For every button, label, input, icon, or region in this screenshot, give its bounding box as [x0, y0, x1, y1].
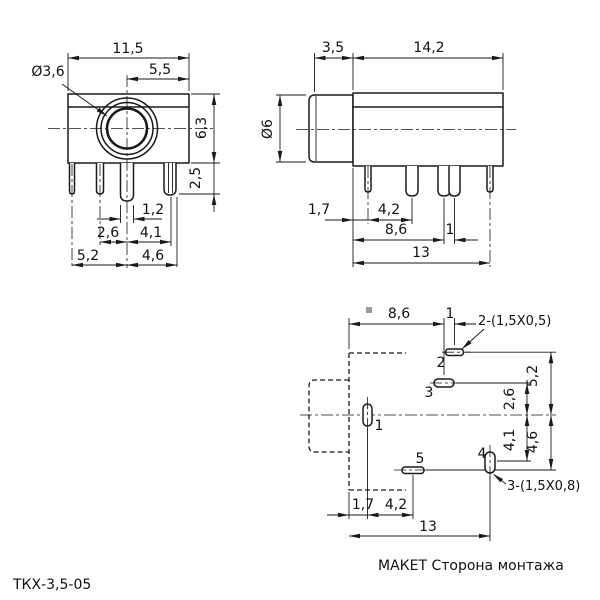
side-dim-body: 14,2 — [413, 40, 444, 56]
side-view-pins — [364, 166, 494, 197]
layout-dim-13: 13 — [419, 519, 437, 535]
layout-dim-26: 2,6 — [502, 388, 518, 410]
layout-dim-46: 4,6 — [525, 431, 541, 453]
side-dim-1: 1 — [446, 222, 455, 238]
pad-5-label: 5 — [416, 451, 425, 467]
pad-2-label: 2 — [437, 355, 446, 371]
front-view-centerlines — [48, 75, 214, 268]
layout-dim-52: 5,2 — [525, 365, 541, 387]
front-dim-41: 4,1 — [140, 225, 162, 241]
side-view: 3,5 14,2 Ø6 1,7 4,2 8,6 1 13 — [260, 40, 516, 267]
layout-dim-17: 1,7 — [352, 497, 374, 513]
front-dim-height: 6,3 — [194, 117, 210, 139]
layout-note-bottom: 3-(1,5X0,8) — [507, 479, 580, 494]
side-view-centerlines — [296, 129, 516, 267]
side-dim-17: 1,7 — [308, 202, 330, 218]
front-view-pins — [68, 163, 177, 202]
layout-dim-1: 1 — [446, 306, 455, 322]
side-dim-42: 4,2 — [378, 202, 400, 218]
front-dim-52: 5,2 — [77, 248, 99, 264]
layout-labels: 8,6 1 2-(1,5X0,5) 3-(1,5X0,8) 5,2 2,6 4,… — [352, 306, 581, 535]
front-dim-pin-width: 1,2 — [142, 202, 164, 218]
annotations: ТКХ-3,5-05 МАКЕТ Сторона монтажа — [12, 558, 564, 593]
pad-4-label: 4 — [478, 446, 487, 462]
side-dim-dia: Ø6 — [260, 119, 276, 139]
front-dim-pin-length: 2,5 — [188, 167, 204, 189]
front-dim-hole: Ø3,6 — [31, 64, 64, 80]
pad-1-label: 1 — [375, 418, 384, 434]
layout-view: 8,6 1 2-(1,5X0,5) 3-(1,5X0,8) 5,2 2,6 4,… — [300, 306, 580, 541]
side-view-dimensions: 3,5 14,2 Ø6 1,7 4,2 8,6 1 13 — [260, 40, 504, 267]
part-number: ТКХ-3,5-05 — [12, 577, 91, 593]
view-caption: МАКЕТ Сторона монтажа — [378, 558, 564, 574]
layout-dim-86: 8,6 — [388, 306, 410, 322]
pad-3-label: 3 — [425, 385, 434, 401]
side-dim-cap: 3,5 — [322, 40, 344, 56]
side-dim-13: 13 — [412, 245, 430, 261]
layout-body-outline — [308, 307, 406, 491]
layout-dim-42: 4,2 — [385, 497, 407, 513]
layout-note-top: 2-(1,5X0,5) — [478, 314, 551, 329]
layout-dimensions-under — [300, 318, 556, 541]
layout-dim-41: 4,1 — [502, 429, 518, 451]
front-dim-offset: 5,5 — [149, 62, 171, 78]
front-view-dimensions: 11,5 5,5 Ø3,6 6,3 2,5 1,2 2,6 4,1 5,2 4,… — [31, 41, 220, 268]
reference-marker — [366, 307, 372, 313]
front-dim-46: 4,6 — [142, 248, 164, 264]
front-dim-26: 2,6 — [97, 225, 119, 241]
layout-pads — [362, 348, 496, 481]
front-view: 11,5 5,5 Ø3,6 6,3 2,5 1,2 2,6 4,1 5,2 4,… — [31, 41, 220, 268]
front-dim-width: 11,5 — [112, 41, 143, 57]
side-dim-86: 8,6 — [385, 222, 407, 238]
